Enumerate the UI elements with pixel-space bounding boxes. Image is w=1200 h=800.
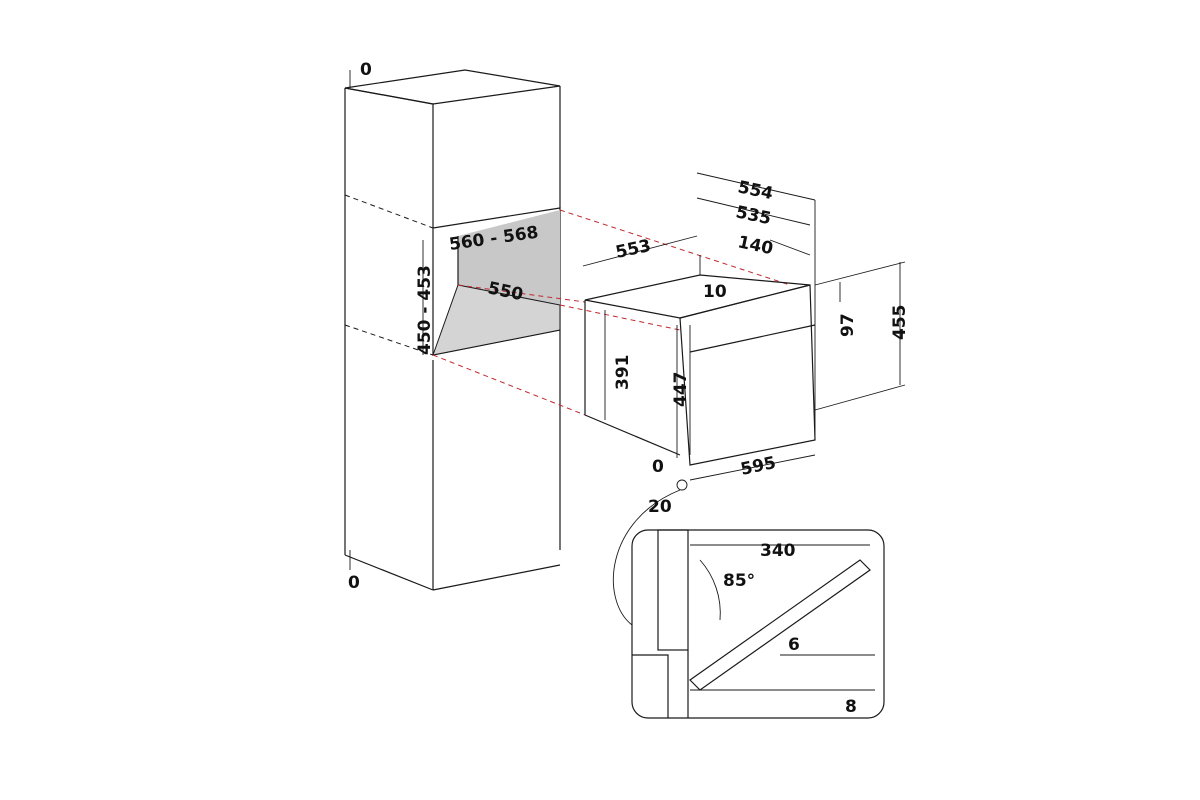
cabinet-top-gap-label: 0: [360, 60, 372, 80]
oven-overall-depth-label: 554: [736, 177, 775, 204]
niche-height-label: 450 - 453: [415, 265, 435, 355]
alignment-guides: [432, 209, 791, 416]
oven: [584, 200, 816, 466]
oven-body-height-label: 391: [613, 355, 633, 391]
oven-front-offset-label: 20: [648, 497, 672, 517]
oven-body-depth-label: 535: [734, 202, 773, 229]
door-angle-label: 85°: [723, 571, 755, 591]
oven-rear-offset-label: 140: [736, 232, 775, 259]
oven-overall-height-label: 455: [890, 305, 910, 341]
oven-front-height-label: 447: [671, 372, 691, 408]
oven-top-depth-label: 553: [614, 236, 653, 263]
oven-front-gap-label: 0: [652, 457, 664, 477]
dimension-lines: [349, 70, 906, 570]
cabinet-bottom-gap-label: 0: [348, 573, 360, 593]
tall-cabinet: [344, 69, 561, 591]
door-detail-inset: [613, 479, 885, 719]
door-gap-upper-label: 6: [788, 635, 800, 655]
oven-control-height-label: 97: [838, 313, 858, 337]
oven-front-lip-label: 10: [703, 282, 727, 302]
niche-opening: [432, 207, 561, 356]
door-gap-lower-label: 8: [845, 697, 857, 717]
oven-width-label: 595: [739, 453, 778, 480]
door-length-label: 340: [760, 541, 796, 561]
